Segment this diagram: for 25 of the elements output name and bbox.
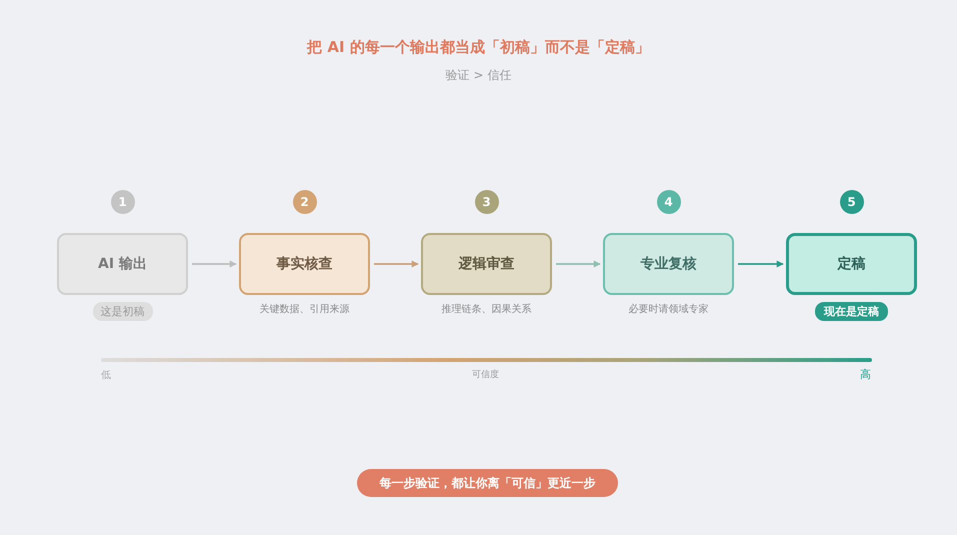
- step-box: 事实核查: [239, 233, 370, 295]
- step-number: 2: [292, 190, 316, 214]
- step-caption: 必要时请领域专家: [628, 302, 708, 316]
- step-box: 逻辑审查: [421, 233, 552, 295]
- step-caption: 推理链条、因果关系: [442, 302, 532, 316]
- scale-label: 低: [101, 369, 111, 382]
- banner: 每一步验证，都让你离「可信」更近一步: [357, 469, 618, 497]
- step-number: 1: [110, 190, 134, 214]
- arrow: [192, 260, 237, 268]
- step-number: 4: [656, 190, 680, 214]
- subtitle: 验证 > 信任: [444, 67, 512, 84]
- step-box: AI 输出: [57, 233, 188, 295]
- step-caption: 关键数据、引用来源: [260, 302, 350, 316]
- scale-label: 高: [860, 367, 871, 382]
- step-number: 5: [840, 190, 864, 214]
- arrow: [738, 260, 784, 268]
- scale-label: 可信度: [472, 368, 499, 381]
- step-box: 定稿: [786, 233, 917, 295]
- arrow: [556, 260, 601, 268]
- status-badge: 这是初稿: [92, 302, 152, 321]
- status-badge: 现在是定稿: [815, 302, 888, 321]
- step-box: 专业复核: [603, 233, 734, 295]
- arrow: [374, 260, 419, 268]
- title: 把 AI 的每一个输出都当成「初稿」而不是「定稿」: [306, 38, 651, 57]
- step-number: 3: [474, 190, 498, 214]
